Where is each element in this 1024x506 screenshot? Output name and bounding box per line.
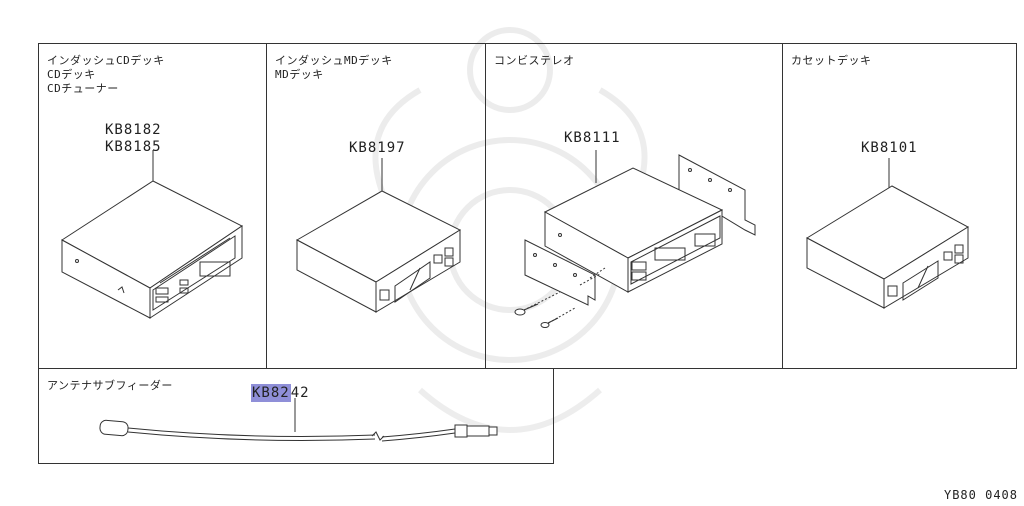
- antenna-cable-illustration: [99, 398, 498, 442]
- panel-title: カセットデッキ: [791, 54, 872, 67]
- panel-cassette-deck: カセットデッキ KB8101: [782, 44, 1016, 368]
- md-deck-illustration: [295, 158, 462, 313]
- cd-deck-illustration: [61, 150, 243, 319]
- panel-cd-deck: インダッシュCDデッキ CDデッキ CDチューナー KB8182 KB8185: [39, 44, 266, 368]
- cassette-deck-illustration: [805, 158, 969, 309]
- part-number-antenna: KB8242: [251, 384, 310, 402]
- part-number-list: KB8182 KB8185: [105, 122, 162, 156]
- panel-title: アンテナサブフィーダー: [47, 379, 173, 392]
- part-number: KB8111: [564, 130, 621, 146]
- combi-stereo-illustration: [514, 150, 756, 328]
- part-number: KB8182: [105, 122, 162, 138]
- part-number: KB8101: [861, 140, 918, 156]
- antenna-panel: アンテナサブフィーダー KB8242: [38, 368, 554, 464]
- part-number: KB8197: [349, 140, 406, 156]
- part-number: KB8185: [105, 139, 162, 155]
- part-number-highlight: KB82: [251, 384, 291, 402]
- panel-md-deck: インダッシュMDデッキ MDデッキ KB8197: [266, 44, 485, 368]
- panel-title: インダッシュCDデッキ CDデッキ CDチューナー: [47, 54, 165, 95]
- panel-title: インダッシュMDデッキ MDデッキ: [275, 54, 393, 81]
- top-panel-row: インダッシュCDデッキ CDデッキ CDチューナー KB8182 KB8185 …: [38, 43, 1017, 369]
- panel-combi-stereo: コンビステレオ KB8111: [485, 44, 782, 368]
- panel-title: コンビステレオ: [494, 54, 575, 67]
- part-number-suffix: 42: [290, 385, 310, 401]
- reference-code: YB80 0408: [943, 488, 1018, 502]
